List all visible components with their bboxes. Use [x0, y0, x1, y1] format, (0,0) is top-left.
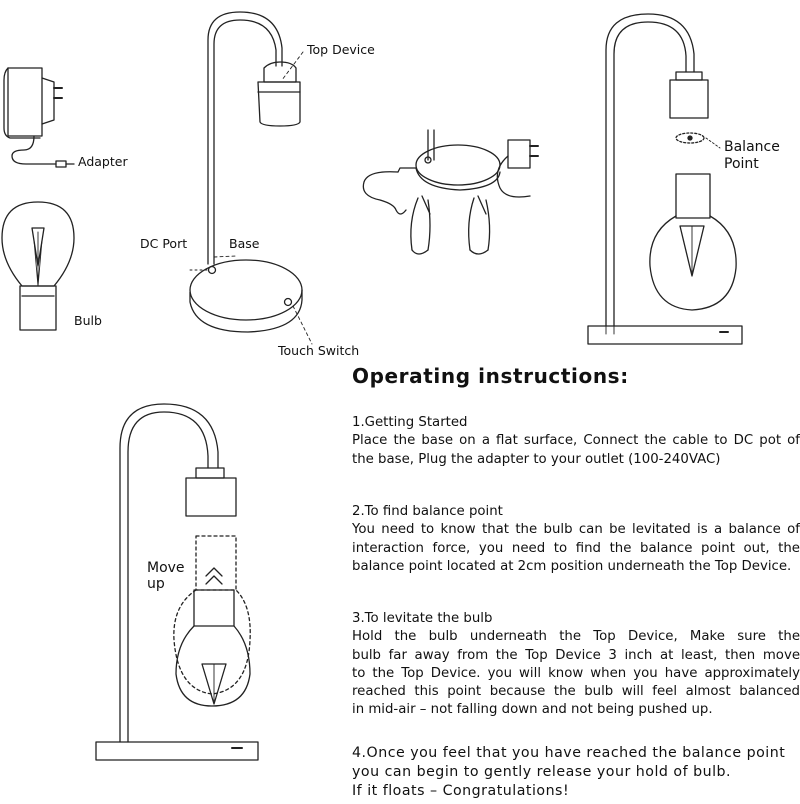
step-line: You need to know that the bulb can be le…	[352, 522, 800, 538]
label-balance-point-2: Point	[724, 156, 759, 172]
step-line: bulb far away from the Top Device 3 inch…	[352, 647, 800, 663]
step-line: reached this point because the bulb will…	[352, 684, 800, 700]
label-dc-port: DC Port	[140, 236, 188, 251]
step-2: 2.To find balance point You need to know…	[352, 503, 800, 576]
step-line: balance point located at 2cm position un…	[352, 558, 792, 574]
step-line: to the Top Device. you will know when yo…	[352, 665, 800, 681]
step-line: Hold the bulb underneath the Top Device,…	[352, 629, 800, 645]
step-line: the base, Plug the adapter to your outle…	[352, 451, 721, 467]
adapter-icon	[3, 67, 75, 168]
label-adapter: Adapter	[78, 154, 128, 169]
step-line: If it floats – Congratulations!	[352, 783, 570, 799]
step-line: interaction force, you need to find the …	[352, 540, 800, 556]
lamp-diagram-icon	[189, 11, 313, 345]
label-touch-switch: Touch Switch	[278, 343, 360, 358]
label-balance-point-1: Balance	[724, 139, 780, 155]
label-top-device: Top Device	[307, 42, 375, 57]
step-title: 3.To levitate the bulb	[352, 611, 493, 626]
balance-lamp-icon	[587, 13, 743, 345]
label-move-up-1: Move	[147, 560, 185, 576]
label-move-up-2: up	[147, 576, 165, 592]
step-title: 1.Getting Started	[352, 415, 468, 430]
page-title: Operating instructions:	[352, 364, 629, 388]
label-base: Base	[229, 236, 260, 251]
bulb-icon	[1, 201, 75, 331]
step-line: 4.Once you feel that you have reached th…	[352, 745, 786, 761]
levitate-lamp-icon	[95, 403, 259, 761]
step-4: 4.Once you feel that you have reached th…	[352, 744, 800, 801]
touch-base-hands-icon	[362, 129, 539, 255]
step-line: Place the base on a flat surface, Connec…	[352, 433, 800, 449]
step-line: in mid-air – not falling down and not be…	[352, 702, 713, 718]
label-bulb: Bulb	[74, 313, 102, 328]
step-1: 1.Getting Started Place the base on a fl…	[352, 414, 800, 469]
step-3: 3.To levitate the bulb Hold the bulb und…	[352, 610, 800, 720]
step-line: you can begin to gently release your hol…	[352, 764, 732, 780]
step-title: 2.To find balance point	[352, 504, 503, 519]
